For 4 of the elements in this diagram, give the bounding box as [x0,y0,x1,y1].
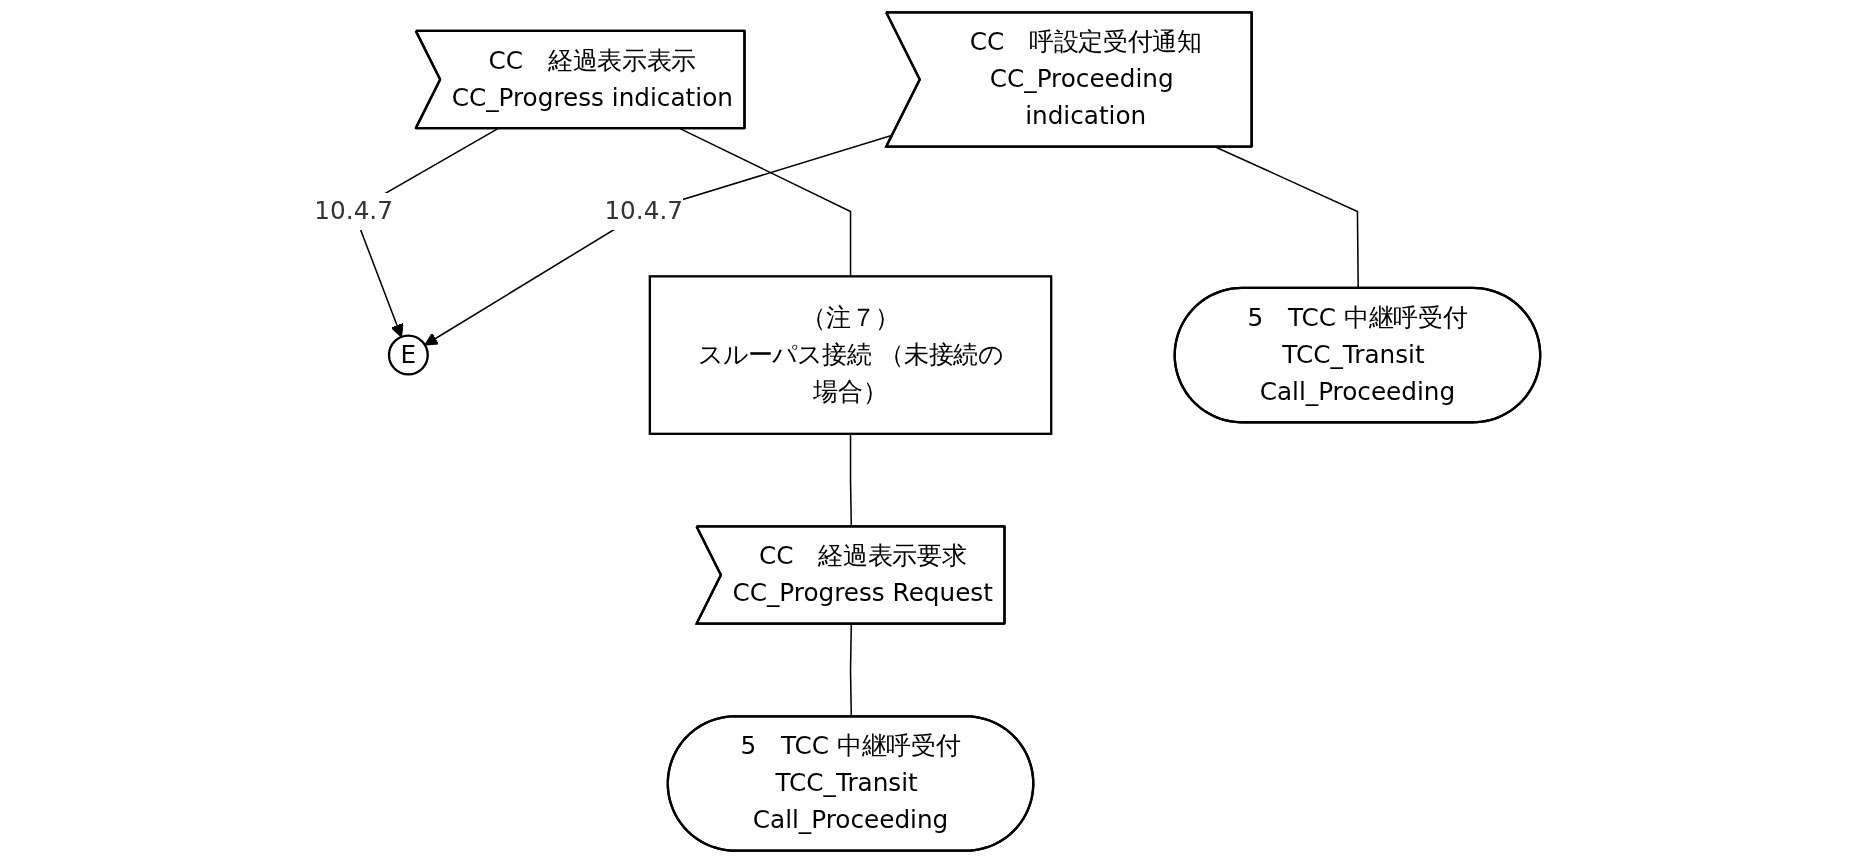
node-circle: E [387,334,429,376]
edge-label: 10.4.7 [314,196,393,226]
node-box: （注７） スルーパス接続 （未接続の場合） [648,275,1053,435]
edge-label: 10.4.7 [604,196,683,226]
